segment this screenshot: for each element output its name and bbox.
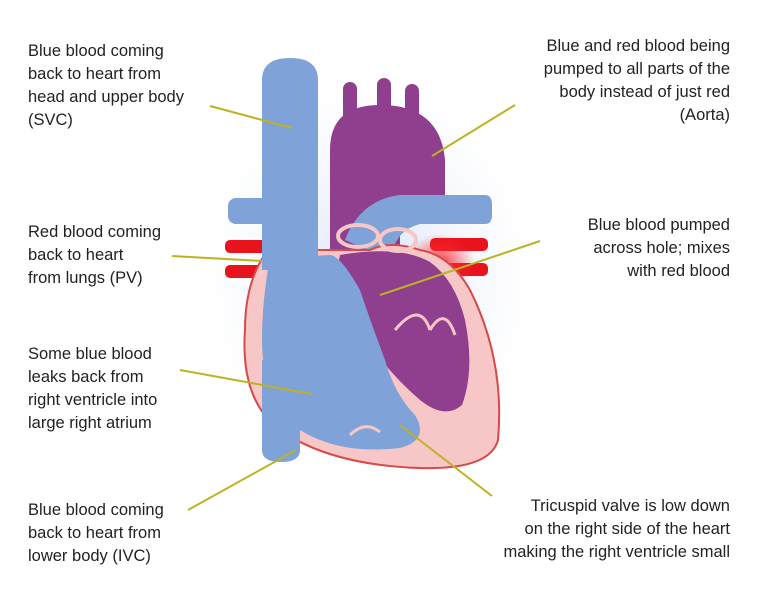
label-line: Blue and red blood being [546, 37, 730, 55]
heart-valves [336, 223, 418, 253]
label-pv: Red blood coming back to heart from lung… [28, 221, 161, 290]
label-line: from lungs (PV) [28, 269, 143, 287]
label-tricuspid: Tricuspid valve is low down on the right… [503, 495, 730, 564]
label-line: Some blue blood [28, 345, 152, 363]
label-line: back to heart from [28, 65, 161, 83]
label-svc: Blue blood coming back to heart from hea… [28, 40, 184, 132]
label-line: pumped to all parts of the [543, 60, 730, 78]
label-line: (SVC) [28, 111, 73, 129]
leader-ivc [187, 449, 297, 511]
leader-svc [209, 105, 293, 129]
label-line: Red blood coming [28, 223, 161, 241]
leader-aorta [431, 104, 516, 157]
left-ventricle [337, 251, 470, 412]
label-line: Blue blood pumped [587, 216, 730, 234]
label-line: body instead of just red [559, 83, 730, 101]
superior-vena-cava [262, 58, 318, 270]
label-ivc: Blue blood coming back to heart from low… [28, 499, 164, 568]
leader-hole [379, 240, 541, 296]
label-line: Tricuspid valve is low down [530, 497, 730, 515]
label-line: across hole; mixes [593, 239, 730, 257]
label-line: Blue blood coming [28, 501, 164, 519]
label-line: Blue blood coming [28, 42, 164, 60]
label-line: with red blood [627, 262, 730, 280]
label-line: (Aorta) [679, 106, 730, 124]
leader-lines [171, 104, 541, 511]
leader-leak [179, 369, 313, 395]
label-line: back to heart from [28, 524, 161, 542]
leader-tricuspid [399, 424, 493, 497]
leader-pv [171, 255, 263, 262]
label-line: making the right ventricle small [503, 543, 730, 561]
right-atrium-ventricle [262, 255, 420, 450]
label-aorta: Blue and red blood being pumped to all p… [544, 35, 730, 127]
label-line: large right atrium [28, 414, 152, 432]
label-line: lower body (IVC) [28, 547, 151, 565]
label-line: on the right side of the heart [524, 520, 730, 538]
label-leak: Some blue blood leaks back from right ve… [28, 343, 157, 435]
label-line: leaks back from [28, 368, 144, 386]
label-line: back to heart [28, 246, 124, 264]
label-line: right ventricle into [28, 391, 158, 409]
label-line: head and upper body [28, 88, 184, 106]
label-hole: Blue blood pumped across hole; mixes wit… [588, 214, 730, 283]
